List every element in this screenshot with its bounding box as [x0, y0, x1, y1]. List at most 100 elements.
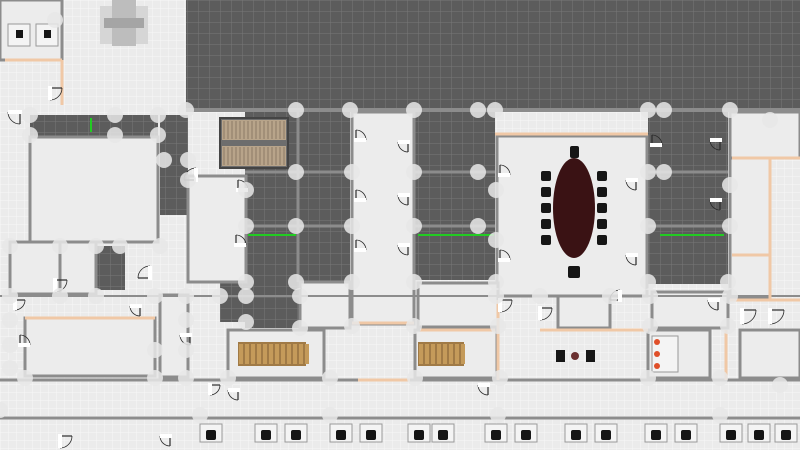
circle-marker-icon — [640, 274, 656, 290]
circle-marker-icon — [490, 318, 506, 334]
door-swing-icon[interactable] — [625, 253, 638, 266]
circle-marker-icon — [640, 218, 656, 234]
circle-marker-icon — [178, 102, 194, 118]
office-chair-icon — [681, 430, 691, 440]
office-chair-icon — [651, 430, 661, 440]
circle-marker-icon — [712, 407, 728, 423]
wood-table-slat — [431, 344, 435, 364]
circle-marker-icon — [656, 164, 672, 180]
door-swing-icon[interactable] — [208, 383, 221, 396]
door-swing-icon[interactable] — [354, 129, 367, 142]
office-chair-icon — [597, 187, 607, 197]
office-chair-icon — [597, 219, 607, 229]
circle-marker-icon — [602, 288, 618, 304]
small-meeting-set — [556, 350, 595, 362]
office-chair-icon — [366, 430, 376, 440]
door-swing-icon[interactable] — [709, 138, 722, 151]
door-swing-icon[interactable] — [397, 140, 410, 153]
circle-marker-icon — [2, 288, 18, 304]
door-swing-icon[interactable] — [397, 193, 410, 206]
circle-marker-icon — [2, 360, 18, 376]
door-swing-icon[interactable] — [397, 243, 410, 256]
office-chair-icon — [521, 430, 531, 440]
office-chair-icon — [541, 187, 551, 197]
door-swing-icon[interactable] — [7, 110, 22, 125]
circle-marker-icon — [238, 182, 254, 198]
circle-marker-icon — [288, 164, 304, 180]
door-swing-icon[interactable] — [477, 383, 490, 396]
office-chair-icon — [438, 430, 448, 440]
dark-room — [415, 112, 495, 280]
office-chair-icon — [601, 430, 611, 440]
office-chair-icon — [541, 219, 551, 229]
threshold-lines — [90, 118, 724, 236]
circle-marker-icon — [406, 218, 422, 234]
wood-table-slat — [269, 344, 273, 364]
door-swing-icon[interactable] — [650, 134, 663, 147]
door-swing-icon[interactable] — [159, 434, 172, 447]
door-swing-icon[interactable] — [129, 304, 142, 317]
circle-marker-icon — [22, 127, 38, 143]
door-swing-icon[interactable] — [227, 388, 240, 401]
door-swing-icon[interactable] — [354, 189, 367, 202]
wood-table-slat — [437, 344, 441, 364]
circle-marker-icon — [344, 318, 360, 334]
circle-marker-icon — [17, 370, 33, 386]
door-swing-icon[interactable] — [58, 434, 73, 449]
circle-marker-icon — [470, 164, 486, 180]
circle-marker-icon — [152, 238, 168, 254]
circle-marker-icon — [712, 370, 728, 386]
wood-table-slat — [443, 344, 447, 364]
office-chair-icon — [336, 430, 346, 440]
door-swing-icon[interactable] — [709, 198, 722, 211]
door-swing-icon[interactable] — [498, 249, 511, 262]
circle-marker-icon — [344, 218, 360, 234]
door-swing-icon[interactable] — [538, 306, 553, 321]
circle-marker-icon — [178, 288, 194, 304]
escalator-icon[interactable] — [219, 117, 289, 169]
circle-marker-icon — [470, 102, 486, 118]
room — [556, 294, 612, 330]
column-marker-group — [0, 12, 788, 423]
wood-table-slat — [425, 344, 429, 364]
door-swing-icon[interactable] — [707, 298, 720, 311]
circle-marker-icon — [488, 232, 504, 248]
door-swing-icon[interactable] — [18, 334, 31, 347]
circle-marker-icon — [288, 218, 304, 234]
circle-marker-icon — [2, 312, 18, 328]
door-swing-icon[interactable] — [625, 178, 638, 191]
door-swing-icon[interactable] — [740, 308, 757, 325]
door-swing-icon[interactable] — [234, 234, 247, 247]
office-chair-icon — [206, 430, 216, 440]
wood-table-slat — [461, 344, 465, 364]
open-area-dark — [186, 0, 800, 110]
conference-table-icon[interactable] — [541, 146, 607, 278]
door-swing-icon[interactable] — [48, 86, 63, 101]
circle-marker-icon — [107, 107, 123, 123]
circle-marker-icon — [238, 218, 254, 234]
office-chair-icon — [781, 430, 791, 440]
circle-marker-icon — [722, 218, 738, 234]
office-chair-icon — [291, 430, 301, 440]
office-chair-icon — [541, 235, 551, 245]
circle-marker-icon — [722, 177, 738, 193]
circle-marker-icon — [488, 182, 504, 198]
door-swing-icon[interactable] — [768, 308, 785, 325]
circle-marker-icon — [2, 337, 18, 353]
door-swing-icon[interactable] — [498, 164, 511, 177]
dark-room — [30, 115, 158, 137]
door-swing-icon[interactable] — [354, 239, 367, 252]
circle-marker-icon — [178, 312, 194, 328]
room — [416, 281, 500, 329]
circle-marker-icon — [490, 407, 506, 423]
circle-marker-icon — [344, 164, 360, 180]
circle-marker-icon — [492, 370, 508, 386]
door-swing-icon[interactable] — [137, 265, 152, 280]
room — [738, 328, 800, 380]
circle-marker-icon — [470, 218, 486, 234]
circle-marker-icon — [406, 102, 422, 118]
office-chair-icon — [597, 203, 607, 213]
office-chair-icon — [571, 430, 581, 440]
circle-marker-icon — [288, 274, 304, 290]
